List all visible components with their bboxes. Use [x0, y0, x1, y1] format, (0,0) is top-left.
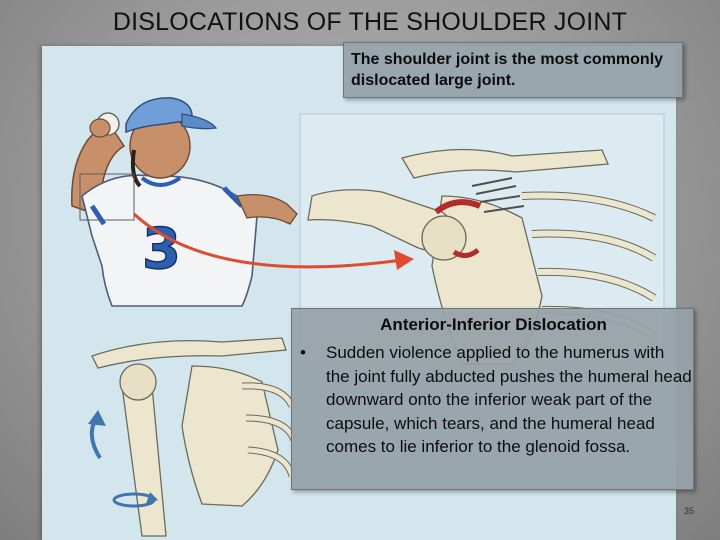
bullet-text: Sudden violence applied to the humerus w… [326, 341, 692, 459]
slide-title: DISLOCATIONS OF THE SHOULDER JOINT [0, 8, 720, 37]
pitcher-figure: 3 [72, 98, 297, 306]
lower-skeleton-view [88, 338, 294, 536]
callout-heading: Anterior-Inferior Dislocation [292, 315, 695, 335]
page-number: 35 [684, 506, 694, 516]
lower-humerus [122, 386, 166, 536]
callout-main: Anterior-Inferior Dislocation • Sudden v… [291, 308, 694, 490]
callout-top-note: The shoulder joint is the most commonly … [343, 42, 683, 98]
bullet-icon: • [300, 343, 306, 363]
